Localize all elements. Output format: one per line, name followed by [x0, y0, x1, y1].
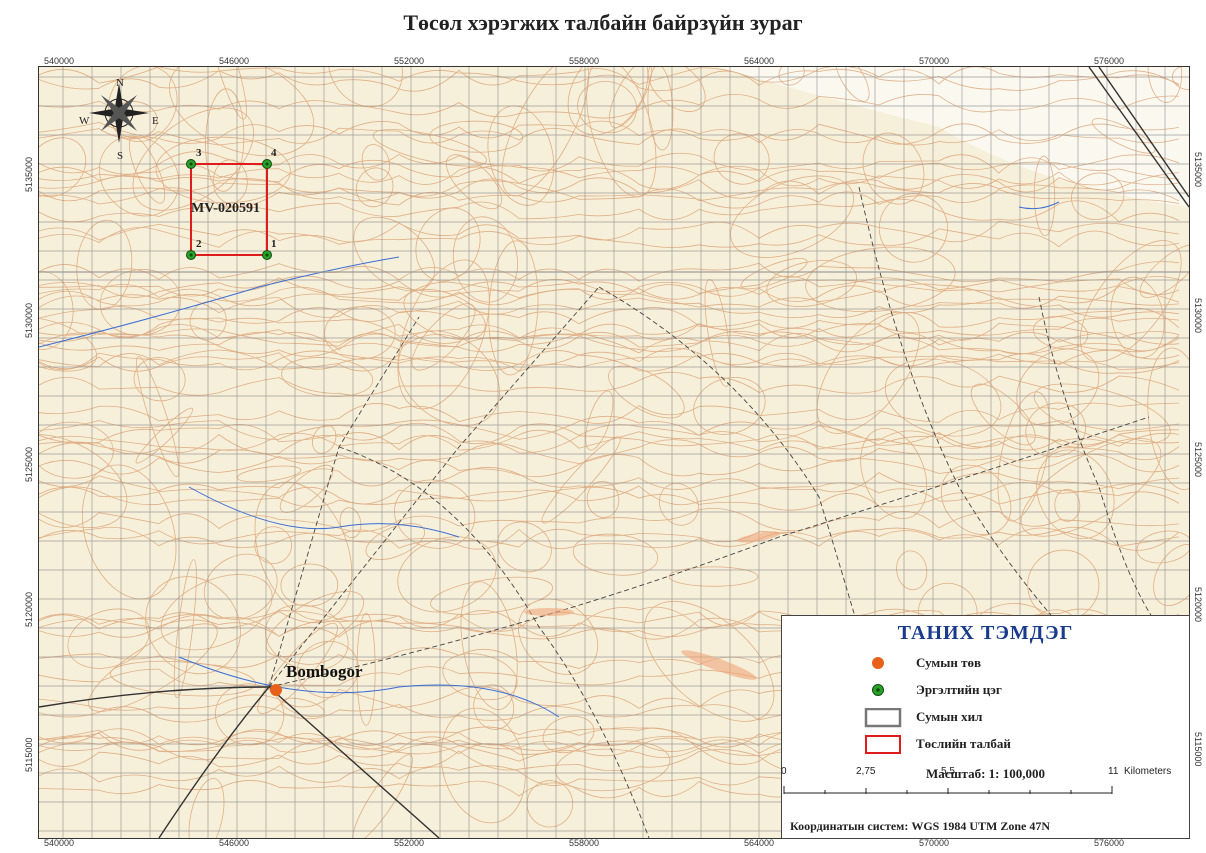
legend-panel: ТАНИХ ТЭМДЭГ Сумын төв Эргэлтийн цэг Сум… — [781, 615, 1190, 839]
legend-item-sum-center: Сумын төв — [864, 654, 1164, 674]
legend-item-turn-point: Эргэлтийн цэг — [864, 681, 1164, 701]
coordinate-tick-label: 564000 — [744, 56, 775, 66]
compass-west: W — [79, 115, 90, 127]
map-frame[interactable] — [38, 66, 1190, 839]
compass-rose — [84, 78, 154, 153]
scalebar-label-1: 2,75 — [856, 766, 876, 777]
legend-item-project-area: Төслийн талбай — [864, 735, 1164, 755]
scalebar-label-2: 5,5 — [941, 766, 955, 777]
green-dot-icon — [872, 684, 884, 696]
coordinate-tick-label: 576000 — [1094, 838, 1125, 848]
main-road-lines — [39, 67, 1189, 838]
coordinate-tick-label: 570000 — [919, 838, 950, 848]
coordinate-tick-label: 5120000 — [1193, 587, 1203, 623]
coordinate-tick-label: 5115000 — [1193, 732, 1203, 767]
compass-south: S — [117, 150, 124, 162]
project-area-label: MV-020591 — [191, 201, 260, 216]
grid-lines — [39, 67, 1189, 838]
scalebar-label-0: 0 — [781, 766, 787, 777]
legend-item-sum-boundary: Сумын хил — [864, 708, 1164, 728]
gray-box-icon — [864, 708, 902, 728]
corner-label-1: 1 — [271, 238, 277, 250]
corner-label-2: 2 — [196, 238, 202, 250]
coordinate-tick-label: 576000 — [1094, 56, 1125, 66]
orange-dot-icon — [872, 657, 884, 669]
scale-bar — [783, 786, 1113, 794]
terrain-patches — [524, 531, 781, 680]
river-lines — [39, 201, 1060, 718]
red-box-icon — [865, 735, 901, 754]
compass-east: E — [152, 115, 159, 127]
town-label: Bombogor — [286, 662, 363, 681]
coordinate-tick-label: 5125000 — [24, 446, 34, 482]
coordinate-system: Координатын систем: WGS 1984 UTM Zone 47… — [790, 819, 1051, 833]
coordinate-tick-label: 546000 — [219, 56, 250, 66]
compass-rose-icon — [89, 83, 149, 143]
scale-text: Масштаб: 1: 100,000 — [926, 766, 1045, 781]
scalebar-label-3: 11 — [1108, 766, 1119, 777]
coordinate-tick-label: 5130000 — [1193, 298, 1203, 334]
town-marker[interactable] — [270, 684, 282, 696]
corner-label-4: 4 — [271, 147, 277, 159]
coordinate-tick-label: 5120000 — [24, 591, 34, 627]
project-area[interactable] — [186, 159, 272, 260]
coordinate-tick-label: 570000 — [919, 56, 950, 66]
corner-label-3: 3 — [196, 147, 202, 159]
compass-north: N — [116, 77, 124, 89]
coordinate-tick-label: 552000 — [394, 838, 425, 848]
coordinate-tick-label: 5125000 — [1193, 442, 1203, 478]
coordinate-tick-label: 5135000 — [24, 156, 34, 192]
coordinate-tick-label: 540000 — [44, 56, 75, 66]
coordinate-tick-label: 546000 — [219, 838, 250, 848]
coordinate-tick-label: 564000 — [744, 838, 775, 848]
coordinate-tick-label: 5135000 — [1193, 152, 1203, 188]
coordinate-tick-label: 558000 — [569, 56, 600, 66]
map-title: Төсөл хэрэгжих талбайн байрзүйн зураг — [403, 10, 803, 35]
coordinate-tick-label: 558000 — [569, 838, 600, 848]
coordinate-tick-label: 5115000 — [24, 737, 34, 772]
coordinate-tick-label: 552000 — [394, 56, 425, 66]
legend-title: ТАНИХ ТЭМДЭГ — [897, 622, 1074, 644]
coordinate-tick-label: 5130000 — [24, 302, 34, 338]
scalebar-unit: Kilometers — [1124, 766, 1172, 777]
coordinate-tick-label: 540000 — [44, 838, 75, 848]
